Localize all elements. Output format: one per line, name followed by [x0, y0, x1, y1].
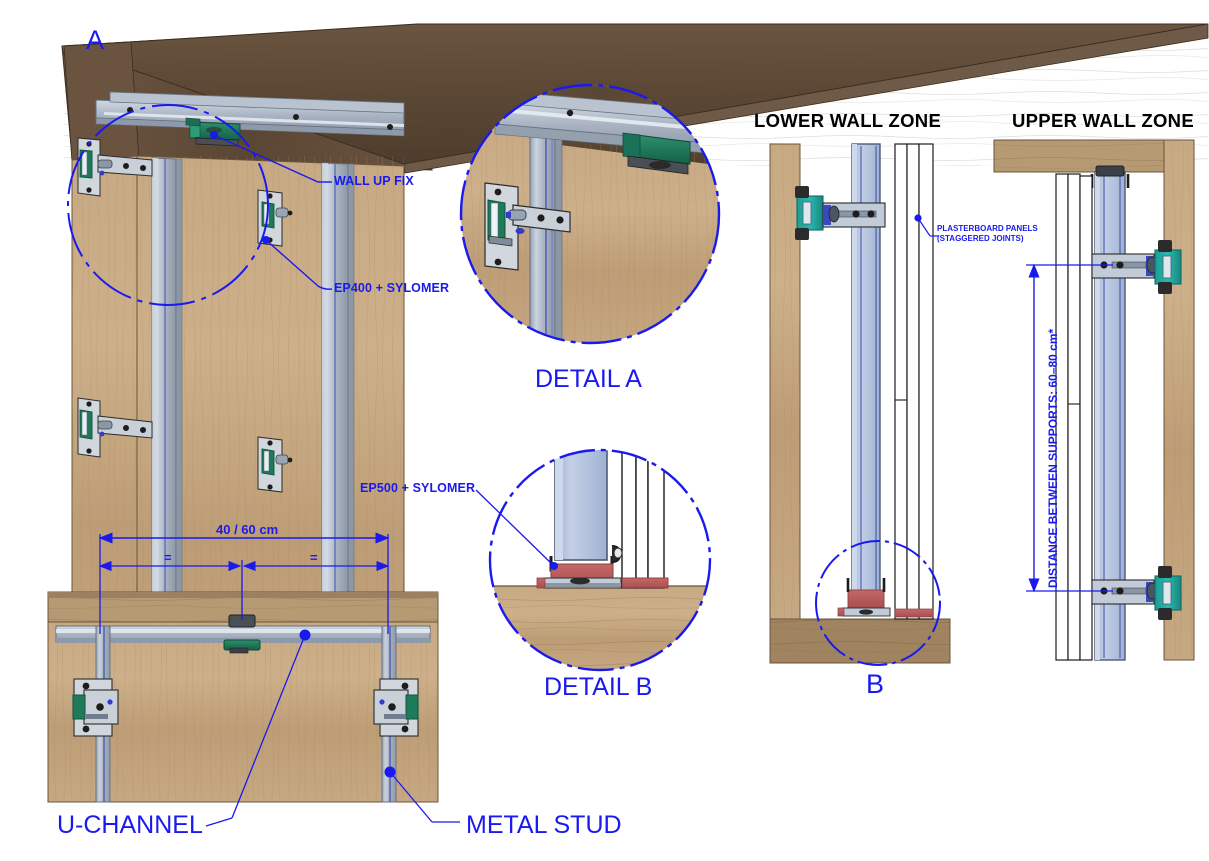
lower-zone-base — [837, 578, 934, 618]
lower-wall-zone-title: LOWER WALL ZONE — [754, 110, 942, 131]
callout-metal-stud: METAL STUD — [466, 811, 622, 839]
dimension-support-distance-label: DISTANCE BETWEEN SUPPORTS: 60–80 cm* — [1046, 328, 1060, 588]
ep400-bracket-iso-2 — [77, 397, 153, 458]
elevation-front-view — [47, 532, 460, 827]
dimension-support-distance — [1026, 263, 1113, 593]
callout-ep500: EP500 + SYLOMER — [360, 481, 476, 495]
dimension-equal-right-label: = — [310, 550, 318, 565]
lower-wall-zone-view — [769, 143, 951, 666]
detail-a-circle-marker — [67, 104, 269, 306]
upper-zone-bracket-bottom — [1091, 566, 1182, 620]
detail-b-boundary — [488, 448, 712, 672]
dimension-spacing-label: 40 / 60 cm — [216, 522, 279, 537]
upper-wall-zone-title: UPPER WALL ZONE — [1012, 110, 1194, 131]
detail-a-title: DETAIL A — [535, 365, 642, 393]
upper-zone-bracket-top — [1091, 240, 1182, 294]
dimension-equal-left-label: = — [164, 550, 172, 565]
detail-b-circle-marker — [815, 540, 941, 666]
ep400-bracket-iso-1 — [77, 137, 153, 197]
mark-a-label: A — [86, 25, 105, 55]
bracket-elevation-right — [373, 678, 419, 737]
callout-wall-up-fix: WALL UP FIX — [334, 174, 414, 188]
detail-b-title: DETAIL B — [544, 673, 653, 701]
dimension-40-60 — [98, 532, 390, 634]
detail-a-boundary — [459, 83, 721, 345]
lower-zone-bracket — [795, 186, 886, 240]
detail-b-view — [475, 448, 712, 672]
wall-up-fix-bracket-iso — [185, 117, 241, 147]
bracket-elevation-left — [72, 678, 119, 737]
ep400-bracket-detail — [484, 182, 571, 271]
detail-a-view — [459, 83, 721, 345]
ep400-bracket-iso-4 — [257, 436, 293, 493]
callout-ep400: EP400 + SYLOMER — [334, 281, 450, 295]
mark-b-label: B — [866, 669, 885, 699]
dimension-equal-right — [241, 560, 390, 620]
callout-plasterboard-line1: PLASTERBOARD PANELS — [937, 224, 1038, 233]
upper-wall-zone-view — [993, 139, 1195, 661]
callout-plasterboard-line2: (STAGGERED JOINTS) — [937, 234, 1024, 243]
callout-u-channel: U-CHANNEL — [57, 811, 203, 839]
